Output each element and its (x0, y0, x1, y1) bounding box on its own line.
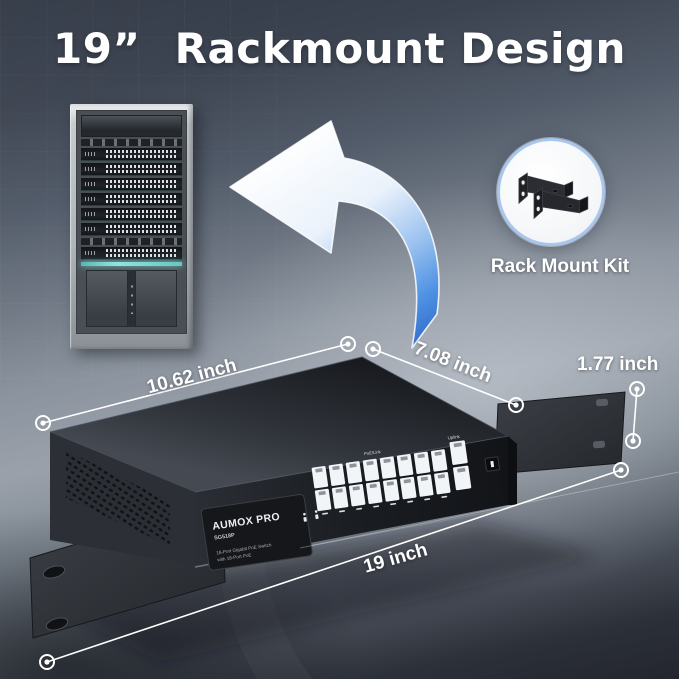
led-indicators (303, 510, 319, 522)
rack-glass (81, 115, 182, 137)
rack-unit (81, 148, 182, 161)
poe-ports-label: PoE/Link (364, 449, 382, 456)
dimension-line-height (632, 388, 638, 442)
power-inlet (484, 456, 500, 472)
rack-unit (81, 193, 182, 206)
switch-top-face (50, 357, 508, 492)
switch-shadow (45, 522, 600, 662)
rack-vent (81, 238, 182, 245)
curved-arrow (229, 120, 440, 349)
switch-side-vents (66, 450, 170, 546)
switch-model: SG518P (214, 533, 236, 542)
switch-desc-line2: with 16-Port PoE (217, 552, 252, 562)
dimension-label-height: 1.77 inch (577, 354, 659, 375)
rack-vent (81, 139, 182, 146)
rack-unit (81, 247, 182, 260)
rack-unit (81, 208, 182, 221)
dimension-line-depth (372, 348, 517, 406)
rack-rows (76, 110, 187, 334)
rack-unit (81, 223, 182, 236)
title-text: Rackmount Design (174, 24, 626, 73)
rack-doors (81, 268, 182, 329)
uplink-ports (449, 440, 472, 491)
title-size: 19” (53, 24, 141, 73)
switch-branding: AUMOX PRO SG518P 18-Port Gigabit PoE Swi… (200, 493, 313, 571)
main-ports (311, 449, 451, 515)
rack-unit (81, 163, 182, 176)
rack-unit (81, 178, 182, 191)
page-title: 19” Rackmount Design (0, 24, 679, 73)
rack-mount-kit-label: Rack Mount Kit (490, 256, 630, 277)
server-rack-illustration (70, 104, 193, 349)
rack-teal (81, 262, 182, 266)
dimension-line-rack-width (46, 469, 622, 663)
uplink-label: Uplink (447, 434, 461, 441)
dimension-line-width (42, 343, 349, 424)
switch-illustration: AUMOX PRO SG518P 18-Port Gigabit PoE Swi… (49, 356, 518, 571)
switch-right-sliver (508, 436, 517, 505)
dimension-endpoints (35, 336, 645, 670)
rack-mount-kit-badge (497, 138, 605, 246)
dimension-lines (42, 343, 638, 663)
rack-mount-brackets-icon (518, 172, 589, 220)
